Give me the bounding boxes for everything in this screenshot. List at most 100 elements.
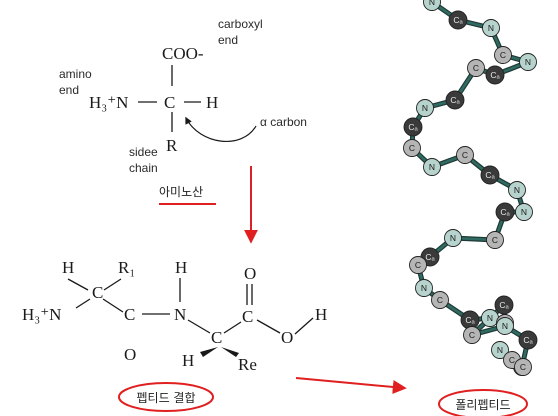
arrow-to-polypeptide xyxy=(295,377,407,394)
bead-label: Cₐ xyxy=(500,207,510,217)
peptide-n-mid: N xyxy=(174,305,186,324)
bead-c xyxy=(409,256,427,274)
bead-c xyxy=(467,59,485,77)
peptide-o-bottom: O xyxy=(124,345,136,364)
bead-label: N xyxy=(450,233,456,243)
bead-label: N xyxy=(429,0,435,7)
bead-label: Cₐ xyxy=(425,252,435,262)
bead-label: Cₐ xyxy=(450,95,460,105)
bead-n xyxy=(416,99,434,117)
carboxyl-group: COO- xyxy=(162,44,204,63)
side-chain-atom: R xyxy=(166,136,178,155)
bead-ca xyxy=(495,202,515,222)
bead-label: N xyxy=(421,283,427,293)
peptide-h-right: H xyxy=(315,305,327,324)
side-chain-label-line2: chain xyxy=(129,161,158,175)
peptide-n-left: H₃⁺N xyxy=(22,305,61,324)
bead-ca xyxy=(518,330,538,350)
bead-label: N xyxy=(502,321,508,331)
bead-label: Cₐ xyxy=(408,122,418,132)
bond-h-c1 xyxy=(67,278,89,291)
bead-label: Cₐ xyxy=(465,315,475,325)
bead-label: N xyxy=(422,103,428,113)
peptide-h-mid: H xyxy=(175,258,187,277)
bead-n xyxy=(508,181,526,199)
alpha-carbon-label: α carbon xyxy=(260,115,307,129)
bead-c xyxy=(403,139,421,157)
bead-label: N xyxy=(521,207,527,217)
bead-n xyxy=(482,19,500,37)
bead-ca xyxy=(485,65,505,85)
bond-c-c3 xyxy=(223,321,242,334)
bond-o-h xyxy=(294,317,314,335)
wedge-h-bottom xyxy=(200,347,218,357)
bead-ca xyxy=(403,117,423,137)
bead-c xyxy=(456,146,474,164)
peptide-structure: H R₁ H O C H₃⁺N C N C O H C O H Re 펩티드 결… xyxy=(22,258,327,412)
bead-label: Cₐ xyxy=(453,15,463,25)
bond-c1-c2 xyxy=(102,298,124,313)
carboxyl-label-line2: end xyxy=(218,33,238,47)
bead-label: N xyxy=(429,162,435,172)
carboxyl-label-line1: carboxyl xyxy=(218,17,263,31)
amino-label-line1: amino xyxy=(59,67,92,81)
bead-label: C xyxy=(469,330,475,340)
bead-label: C xyxy=(509,355,515,365)
peptide-c1: C xyxy=(92,283,103,302)
polypeptide-chain: NCₐNCNCₐCCₐNCₐCNCCₐNNCₐCNCₐCNCCₐNCCₐCNCₐ… xyxy=(403,0,538,376)
bead-label: C xyxy=(492,235,498,245)
bead-ca xyxy=(494,295,514,315)
hydrogen-atom: H xyxy=(206,93,218,112)
bead-ca xyxy=(448,10,468,30)
bead-c xyxy=(431,291,449,309)
peptide-o-top: O xyxy=(244,264,256,283)
polypeptide-caption: 폴리펩티드 xyxy=(455,398,510,412)
bond-n-c xyxy=(187,319,211,334)
bead-label: Cₐ xyxy=(490,70,500,80)
bead-n xyxy=(519,53,537,71)
amino-group: H₃⁺N xyxy=(89,93,128,112)
bead-ca xyxy=(445,90,465,110)
bead-label: C xyxy=(520,362,526,372)
bead-label: N xyxy=(497,345,503,355)
bead-label: C xyxy=(409,143,415,153)
bond-n-c1 xyxy=(75,298,91,309)
bead-label: Cₐ xyxy=(485,170,495,180)
amino-acid-structure: COO- H₃⁺N C H R carboxyl end amino end s… xyxy=(59,17,307,205)
bead-label: Cₐ xyxy=(523,335,533,345)
peptide-c3: C xyxy=(242,307,253,326)
bead-label: C xyxy=(462,150,468,160)
bead-c xyxy=(486,231,504,249)
alpha-carbon-pointer xyxy=(185,116,257,143)
side-chain-label-line1: sidee xyxy=(129,145,158,159)
alpha-carbon-atom: C xyxy=(164,93,175,112)
peptide-c-lower: C xyxy=(211,328,222,347)
bead-n xyxy=(444,229,462,247)
bead-label: N xyxy=(514,185,520,195)
bead-label: C xyxy=(500,50,506,60)
bead-n xyxy=(515,203,533,221)
bead-ca xyxy=(480,165,500,185)
bead-label: C xyxy=(437,295,443,305)
bead-n xyxy=(423,158,441,176)
peptide-h-bottom: H xyxy=(182,351,194,370)
bead-label: N xyxy=(487,313,493,323)
peptide-c2: C xyxy=(124,305,135,324)
bead-label: C xyxy=(473,63,479,73)
bead-n xyxy=(415,279,433,297)
bead-label: C xyxy=(415,260,421,270)
peptide-r1: R₁ xyxy=(118,258,135,277)
bond-r1-c1 xyxy=(103,278,122,291)
peptide-caption: 펩티드 결합 xyxy=(136,391,195,405)
bead-label: N xyxy=(525,57,531,67)
bead-label: Cₐ xyxy=(499,300,509,310)
bead-c xyxy=(494,46,512,64)
bead-n xyxy=(423,0,441,11)
bead-n xyxy=(496,317,514,335)
peptide-o-right: O xyxy=(281,328,293,347)
bead-c xyxy=(514,358,532,376)
peptide-re: Re xyxy=(238,355,257,374)
amino-label-line2: end xyxy=(59,83,79,97)
bead-n xyxy=(491,341,509,359)
